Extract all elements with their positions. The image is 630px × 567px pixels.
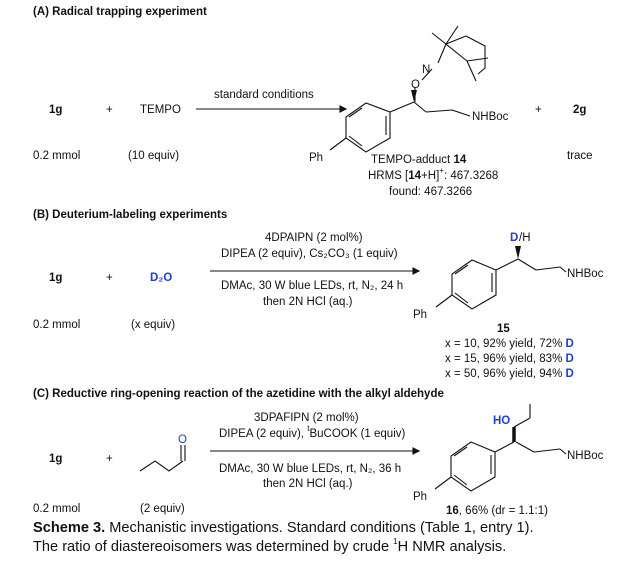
atom-o: O	[411, 79, 420, 91]
amount-d2o: (x equiv)	[131, 319, 176, 331]
scheme-caption-line2: The ratio of diastereoisomers was determ…	[33, 537, 507, 555]
nhboc-label: NHBoc	[567, 450, 604, 462]
product-16-label: 16, 66% (dr = 1.1:1)	[446, 505, 548, 517]
amount-1g-b: 0.2 mmol	[33, 319, 81, 331]
conditions-b-line3: DMAc, 30 W blue LEDs, rt, N₂, 24 h	[221, 280, 404, 292]
conditions-b-line1: 4DPAIPN (2 mol%)	[265, 232, 363, 244]
product-2g: 2g	[573, 104, 587, 116]
hydrogen-label: /H	[519, 232, 531, 244]
conditions-b-line4: then 2N HCl (aq.)	[263, 296, 353, 308]
nhboc-label: NHBoc	[567, 268, 604, 280]
carbonyl-oxygen: O	[178, 434, 187, 446]
plus-sign: +	[106, 104, 113, 116]
hrms-found: found: 467.3266	[389, 186, 473, 198]
conditions-c-line3: DMAc, 30 W blue LEDs, rt, N₂, 36 h	[219, 463, 402, 475]
amount-tempo: (10 equiv)	[128, 150, 180, 162]
reagent-tempo: TEMPO	[140, 104, 181, 116]
amount-aldehyde: (2 equiv)	[140, 503, 185, 515]
conditions-c-line1: 3DPAFIPN (2 mol%)	[254, 412, 359, 424]
adduct-label: TEMPO-adduct 14	[371, 154, 467, 166]
conditions-c-line2: DIPEA (2 equiv), tBuCOOK (1 equiv)	[219, 424, 406, 440]
section-c-title: (C) Reductive ring-opening reaction of t…	[33, 388, 444, 400]
conditions-c-line4: then 2N HCl (aq.)	[263, 478, 353, 490]
nhboc-label: NHBoc	[472, 111, 509, 123]
trace-label: trace	[567, 150, 593, 162]
plus-sign: +	[106, 272, 113, 284]
atom-n: N	[422, 64, 430, 76]
hydroxyl-label: HO	[493, 415, 510, 427]
plus-sign: +	[106, 453, 113, 465]
scheme-caption-line1: Scheme 3. Mechanistic investigations. St…	[33, 520, 534, 536]
ph-label: Ph	[309, 152, 323, 164]
result-row: x = 15, 96% yield, 83% D	[445, 353, 574, 365]
conditions-a: standard conditions	[214, 89, 314, 101]
reagent-d2o: D₂O	[150, 272, 173, 284]
section-a-title: (A) Radical trapping experiment	[33, 6, 207, 18]
reactant-1g-a: 1g	[49, 104, 63, 116]
ph-label: Ph	[413, 491, 427, 503]
result-row: x = 50, 96% yield, 94% D	[445, 368, 574, 380]
amount-1g-c: 0.2 mmol	[33, 503, 81, 515]
section-b-title: (B) Deuterium-labeling experiments	[33, 209, 228, 221]
deuterium-label: D	[510, 232, 518, 244]
hrms-calculated: HRMS [14+H]+: 467.3268	[368, 166, 499, 182]
result-row: x = 10, 92% yield, 72% D	[445, 338, 574, 350]
conditions-b-line2: DIPEA (2 equiv), Cs₂CO₃ (1 equiv)	[221, 248, 398, 260]
amount-1g-a: 0.2 mmol	[33, 150, 81, 162]
reactant-1g-b: 1g	[49, 272, 63, 284]
product-15-number: 15	[497, 323, 510, 335]
ph-label: Ph	[413, 309, 427, 321]
plus-sign: +	[535, 104, 542, 116]
reactant-1g-c: 1g	[49, 453, 63, 465]
